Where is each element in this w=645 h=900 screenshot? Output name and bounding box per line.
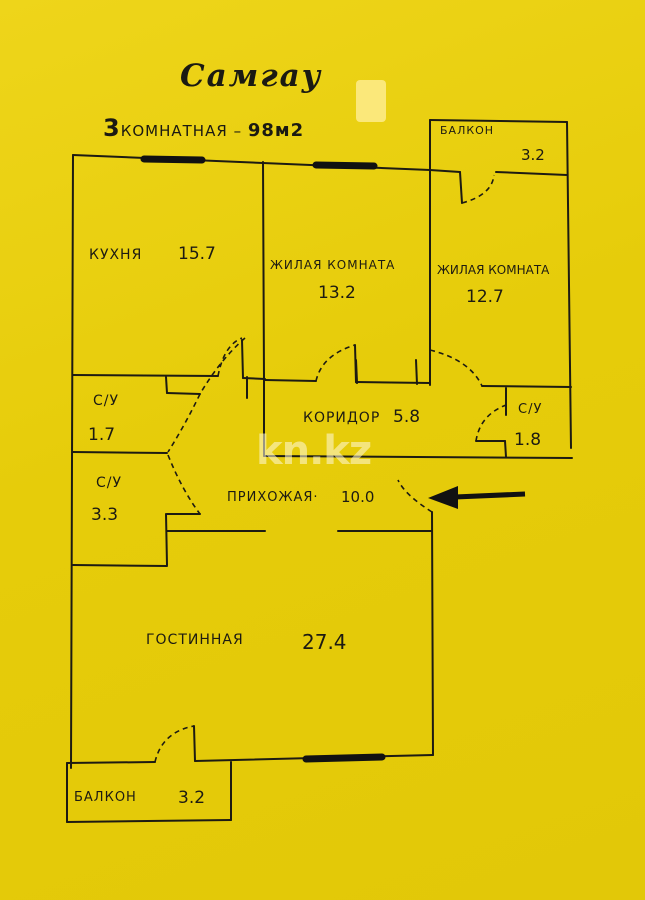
bathroom-2-area: 3.3 [91, 505, 119, 525]
complex-name-title: Самгау [180, 58, 323, 94]
corridor-label: КОРИДОР [303, 410, 381, 426]
hallway-area: 10.0 [341, 488, 375, 506]
total-area: 98м2 [247, 120, 305, 141]
bathroom-1-area: 1.7 [88, 425, 116, 445]
watermark-logo: kn.kz [256, 428, 372, 474]
arrow-left-icon [428, 486, 526, 509]
balcony-top-area: 3.2 [521, 146, 545, 164]
apartment-summary: 3КОМНАТНАЯ – 98м2 [103, 114, 304, 142]
rooms-count: 3 [103, 114, 121, 142]
living-room-1-label: ЖИЛАЯ КОМНАТА [270, 258, 396, 272]
kitchen-label: КУХНЯ [89, 247, 143, 263]
living-room-2-area: 12.7 [466, 287, 504, 307]
hallway-label: ПРИХОЖАЯ· [227, 490, 319, 505]
living-room-1-area: 13.2 [318, 283, 356, 303]
lounge-area: 27.4 [302, 630, 347, 654]
balcony-bottom-label: БАЛКОН [74, 790, 137, 805]
bathroom-3-label: С/У [518, 402, 543, 417]
kitchen-area: 15.7 [178, 244, 216, 264]
separator: – [233, 122, 243, 140]
bathroom-3-area: 1.8 [514, 430, 542, 450]
living-room-2-label: ЖИЛАЯ КОМНАТА [437, 263, 550, 277]
rooms-word: КОМНАТНАЯ [120, 122, 228, 140]
sticker-patch [356, 80, 386, 122]
bathroom-1-label: С/У [93, 393, 120, 409]
balcony-top-label: БАЛКОН [440, 124, 495, 137]
corridor-area: 5.8 [393, 407, 421, 427]
lounge-label: ГОСТИННАЯ [146, 632, 244, 648]
balcony-bottom-area: 3.2 [178, 788, 206, 808]
bathroom-2-label: С/У [96, 475, 123, 491]
